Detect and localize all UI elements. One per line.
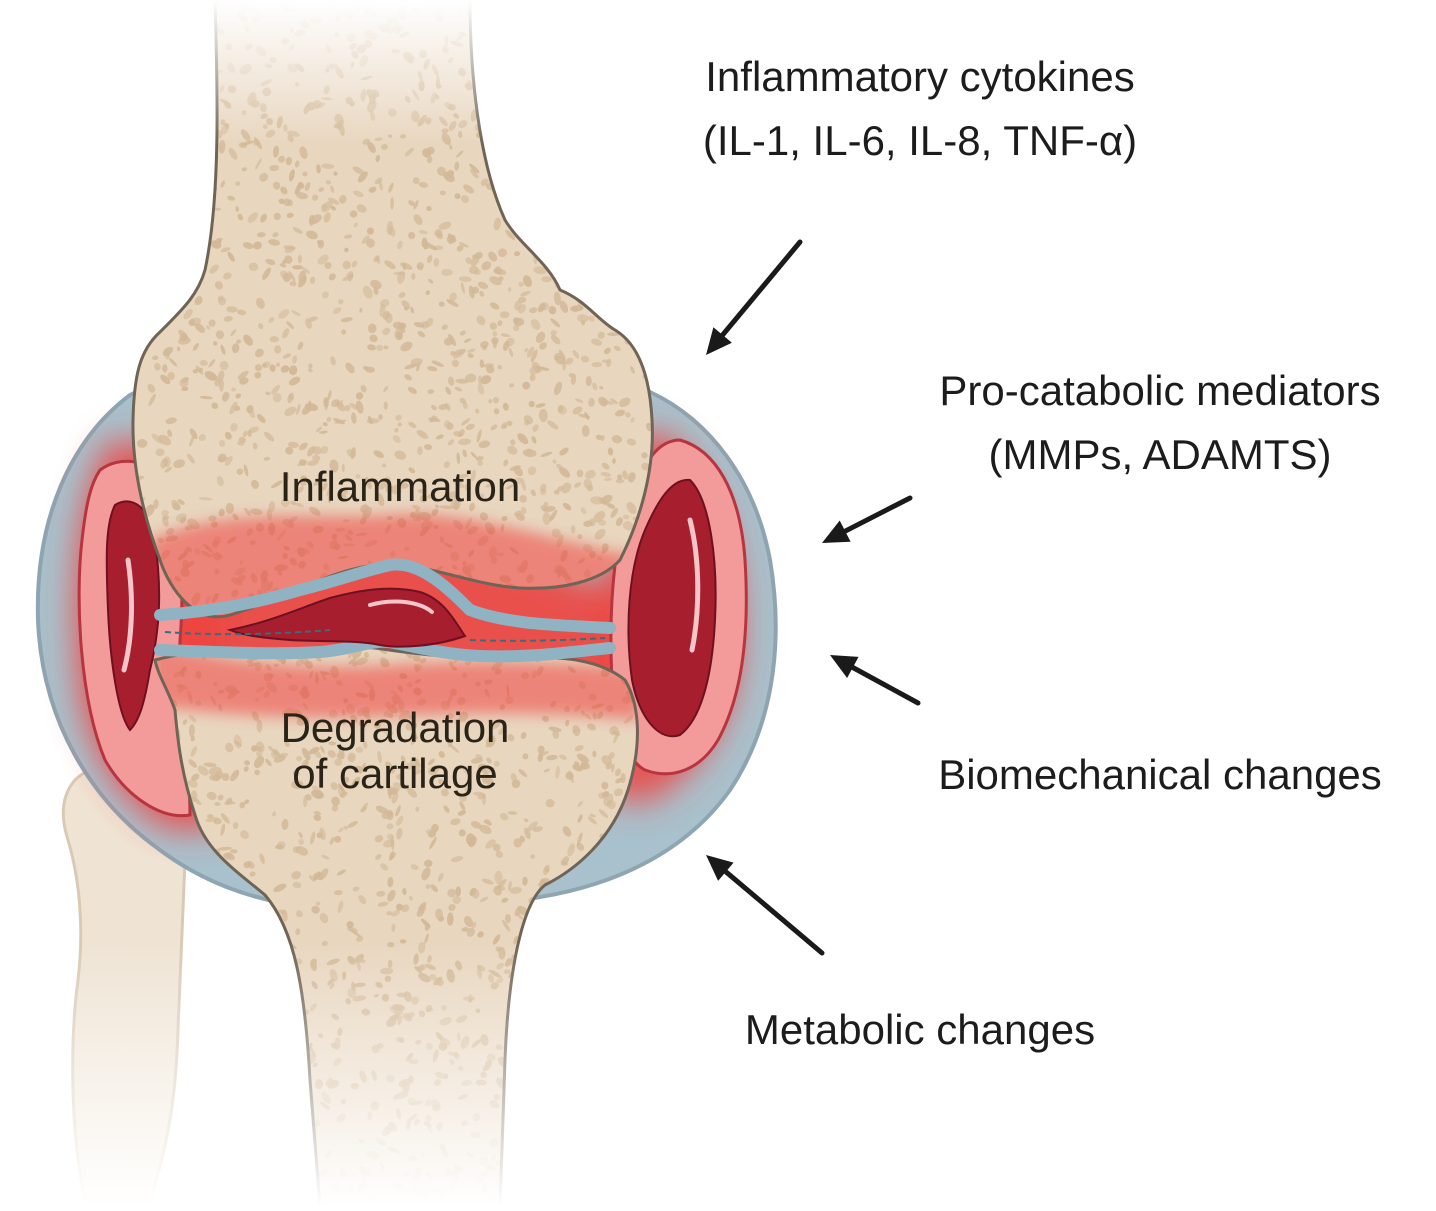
- cytokines-line1: Inflammatory cytokines: [705, 53, 1135, 100]
- inflammation-label: Inflammation: [250, 462, 550, 512]
- cytokines-label: Inflammatory cytokines (IL-1, IL-6, IL-8…: [640, 52, 1200, 167]
- catabolic-arrow-icon: [822, 495, 913, 543]
- metabolic-label: Metabolic changes: [690, 1005, 1150, 1055]
- biomechanical-arrow-icon: [830, 655, 921, 706]
- degradation-line1: Degradation: [280, 704, 510, 751]
- metabolic-arrow-icon: [706, 855, 825, 956]
- biomechanical-label: Biomechanical changes: [890, 750, 1430, 800]
- metabolic-line1: Metabolic changes: [744, 1006, 1096, 1053]
- degradation-line2: of cartilage: [292, 750, 498, 798]
- degradation-label: Degradation of cartilage: [245, 704, 545, 798]
- catabolic-line2: (MMPs, ADAMTS): [988, 431, 1332, 479]
- catabolic-label: Pro-catabolic mediators (MMPs, ADAMTS): [890, 366, 1430, 481]
- inflammation-text: Inflammation: [279, 463, 521, 510]
- biomechanical-line1: Biomechanical changes: [938, 751, 1382, 798]
- cytokines-line2: (IL-1, IL-6, IL-8, TNF-α): [702, 117, 1138, 165]
- arrows-group: [706, 239, 921, 956]
- cytokines-arrow-icon: [706, 239, 803, 355]
- catabolic-line1: Pro-catabolic mediators: [939, 367, 1381, 414]
